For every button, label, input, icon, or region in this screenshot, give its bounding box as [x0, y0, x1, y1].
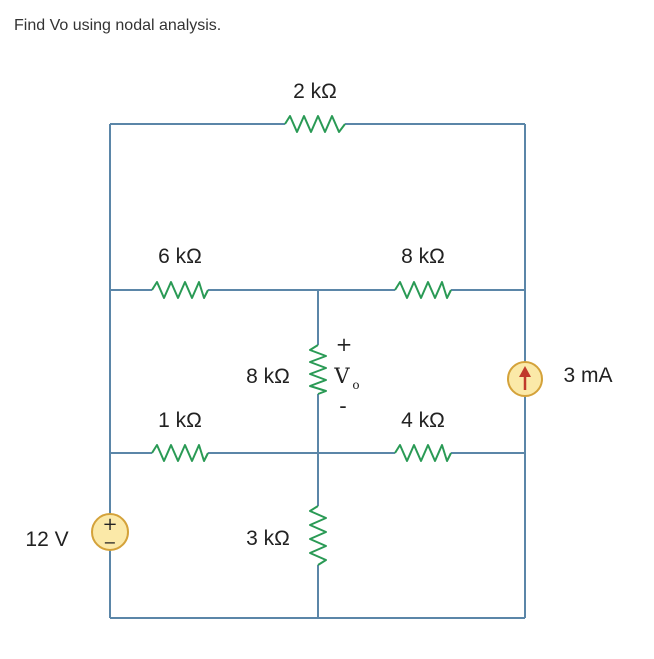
vo-label: V [333, 364, 350, 388]
resistor-2k [284, 115, 346, 133]
resistor-4k [394, 444, 452, 462]
current-source [507, 361, 543, 397]
label-3ma: 3 mA [563, 364, 612, 387]
voltage-source-circle [91, 513, 129, 551]
up-arrow-icon [519, 366, 531, 390]
vo-annotation: + V o - [333, 332, 359, 419]
label-4k: 4 kΩ [401, 409, 445, 432]
resistor-1k [151, 444, 209, 462]
resistor-8k-right [394, 281, 452, 299]
vo-subscript: o [352, 378, 359, 392]
question-text: Find Vo using nodal analysis. [14, 17, 222, 34]
labels: 2 kΩ 6 kΩ 8 kΩ 8 kΩ 1 kΩ 4 kΩ 3 kΩ 12 V … [25, 80, 612, 551]
label-2k: 2 kΩ [293, 80, 337, 103]
resistor-8k-center [309, 344, 327, 395]
resistors [151, 115, 452, 566]
voltage-source: + − [91, 513, 129, 552]
vo-plus: + [336, 332, 353, 356]
resistor-6k [151, 281, 209, 299]
label-12v: 12 V [25, 528, 68, 551]
label-1k: 1 kΩ [158, 409, 202, 432]
voltage-source-plus: + [102, 514, 117, 535]
voltage-source-minus: − [103, 533, 116, 552]
wires [109, 123, 526, 619]
label-3k: 3 kΩ [246, 527, 290, 550]
label-8k-center: 8 kΩ [246, 365, 290, 388]
label-6k: 6 kΩ [158, 245, 202, 268]
resistor-3k [309, 505, 327, 566]
label-8k-right: 8 kΩ [401, 245, 445, 268]
vo-minus: - [339, 394, 346, 419]
